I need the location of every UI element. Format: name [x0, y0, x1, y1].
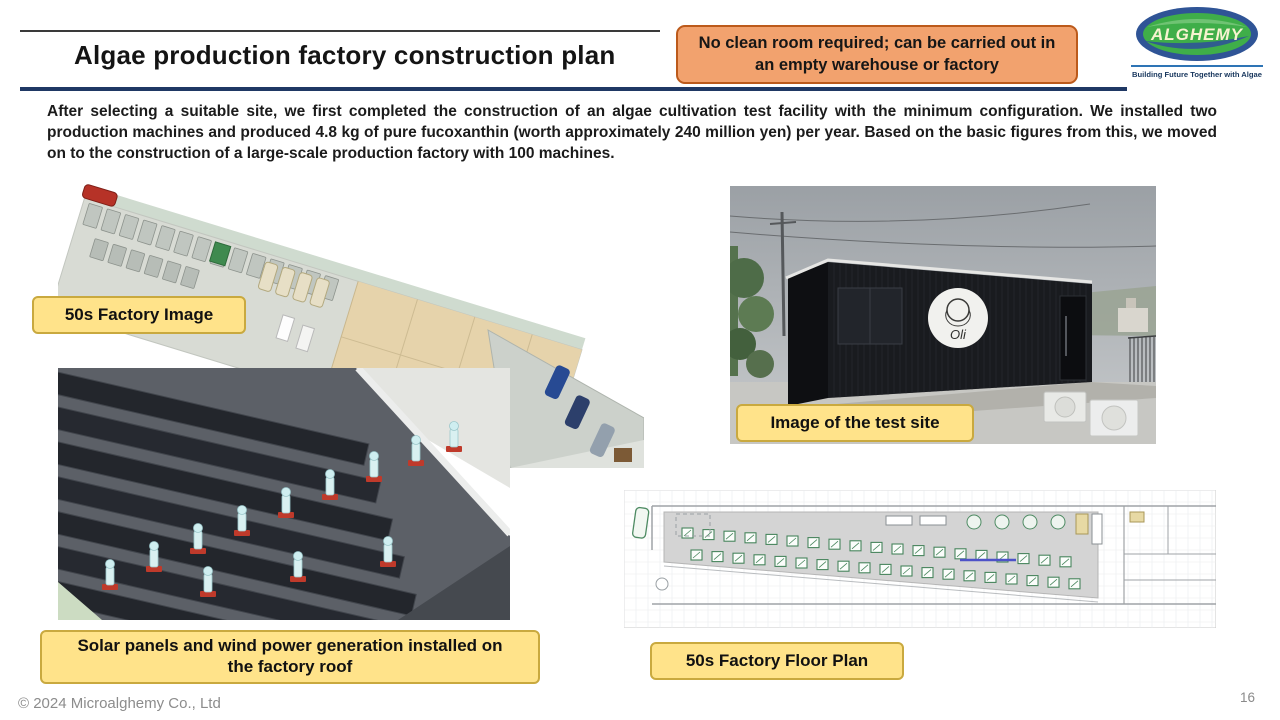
ac-units [1043, 391, 1139, 437]
alghemy-logo-icon: ALGHEMY [1136, 7, 1258, 61]
title-divider-rule [20, 87, 1260, 91]
body-paragraph: After selecting a suitable site, we firs… [47, 103, 1217, 163]
entrance-door [1059, 295, 1087, 381]
right-rooms [1123, 506, 1216, 604]
test-site-label: Image of the test site [736, 404, 974, 442]
logo-tagline: Building Future Together with Algae [1132, 70, 1262, 79]
storage-tanks [257, 261, 330, 308]
utility-pole [780, 211, 786, 337]
logo-divider [1131, 65, 1263, 67]
car-icon [631, 506, 650, 539]
test-site-photo: Oli [730, 186, 1156, 444]
building-sign: Oli [928, 288, 988, 348]
test-site-photo-figure: Oli [730, 186, 1156, 444]
floor-plan-figure [624, 490, 1216, 628]
factory-image-label: 50s Factory Image [32, 296, 246, 334]
copyright-text: © 2024 Microalghemy Co., Ltd [18, 695, 221, 712]
blue-car-2 [564, 395, 590, 430]
callout-text: No clean room required; can be carried o… [698, 34, 1056, 75]
solar-label-text: Solar panels and wind power generation i… [77, 636, 503, 676]
logo-brand-text: ALGHEMY [1150, 25, 1244, 44]
fixtures [885, 513, 1103, 545]
callout-note: No clean room required; can be carried o… [676, 25, 1078, 84]
far-wall [356, 368, 510, 488]
trees [730, 246, 774, 378]
solar-roof-render [58, 368, 510, 620]
test-site-label-text: Image of the test site [770, 412, 940, 432]
solar-roof-render-figure [58, 368, 510, 620]
building-side-face [788, 262, 828, 406]
gray-car [589, 423, 615, 458]
grass-corner [58, 582, 102, 620]
power-lines [730, 231, 1156, 248]
blue-car-1 [544, 365, 570, 400]
factory-image-label-text: 50s Factory Image [64, 304, 214, 324]
floor-plan-label-text: 50s Factory Floor Plan [685, 650, 869, 670]
brown-crate [614, 448, 632, 462]
roof-fascia [355, 368, 510, 537]
floor-plan-label: 50s Factory Floor Plan [650, 642, 904, 680]
mesh-fence [1127, 335, 1156, 382]
solar-panel-array [58, 368, 431, 620]
machine-icons [681, 527, 1081, 590]
page-title: Algae production factory construction pl… [74, 40, 616, 70]
title-top-rule [20, 30, 660, 32]
floor-plan-drawing [624, 490, 1216, 628]
red-car [82, 184, 118, 207]
page-number: 16 [1240, 690, 1256, 705]
solar-label: Solar panels and wind power generation i… [40, 630, 540, 684]
dashed-zone [675, 513, 711, 537]
wind-turbines [102, 421, 462, 597]
company-logo: ALGHEMY Building Future Together with Al… [1127, 3, 1267, 91]
lower-roof [398, 546, 510, 620]
roof-trim [785, 258, 1093, 284]
building-sign-text: Oli [950, 327, 967, 342]
